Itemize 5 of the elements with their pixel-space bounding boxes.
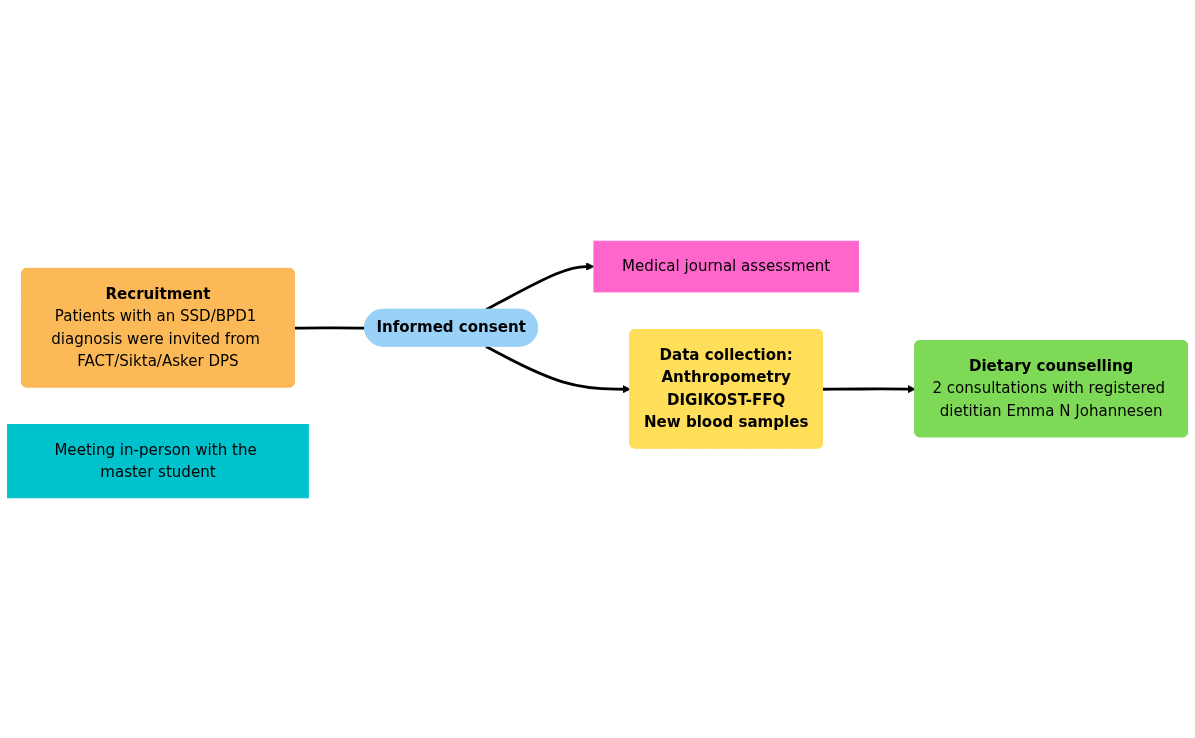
node-box: Meeting in-person with the master student [7,423,309,498]
arrow [822,384,916,393]
arrow [485,344,631,393]
connector [294,325,366,330]
node-box: Medical journal assessment [593,240,859,292]
